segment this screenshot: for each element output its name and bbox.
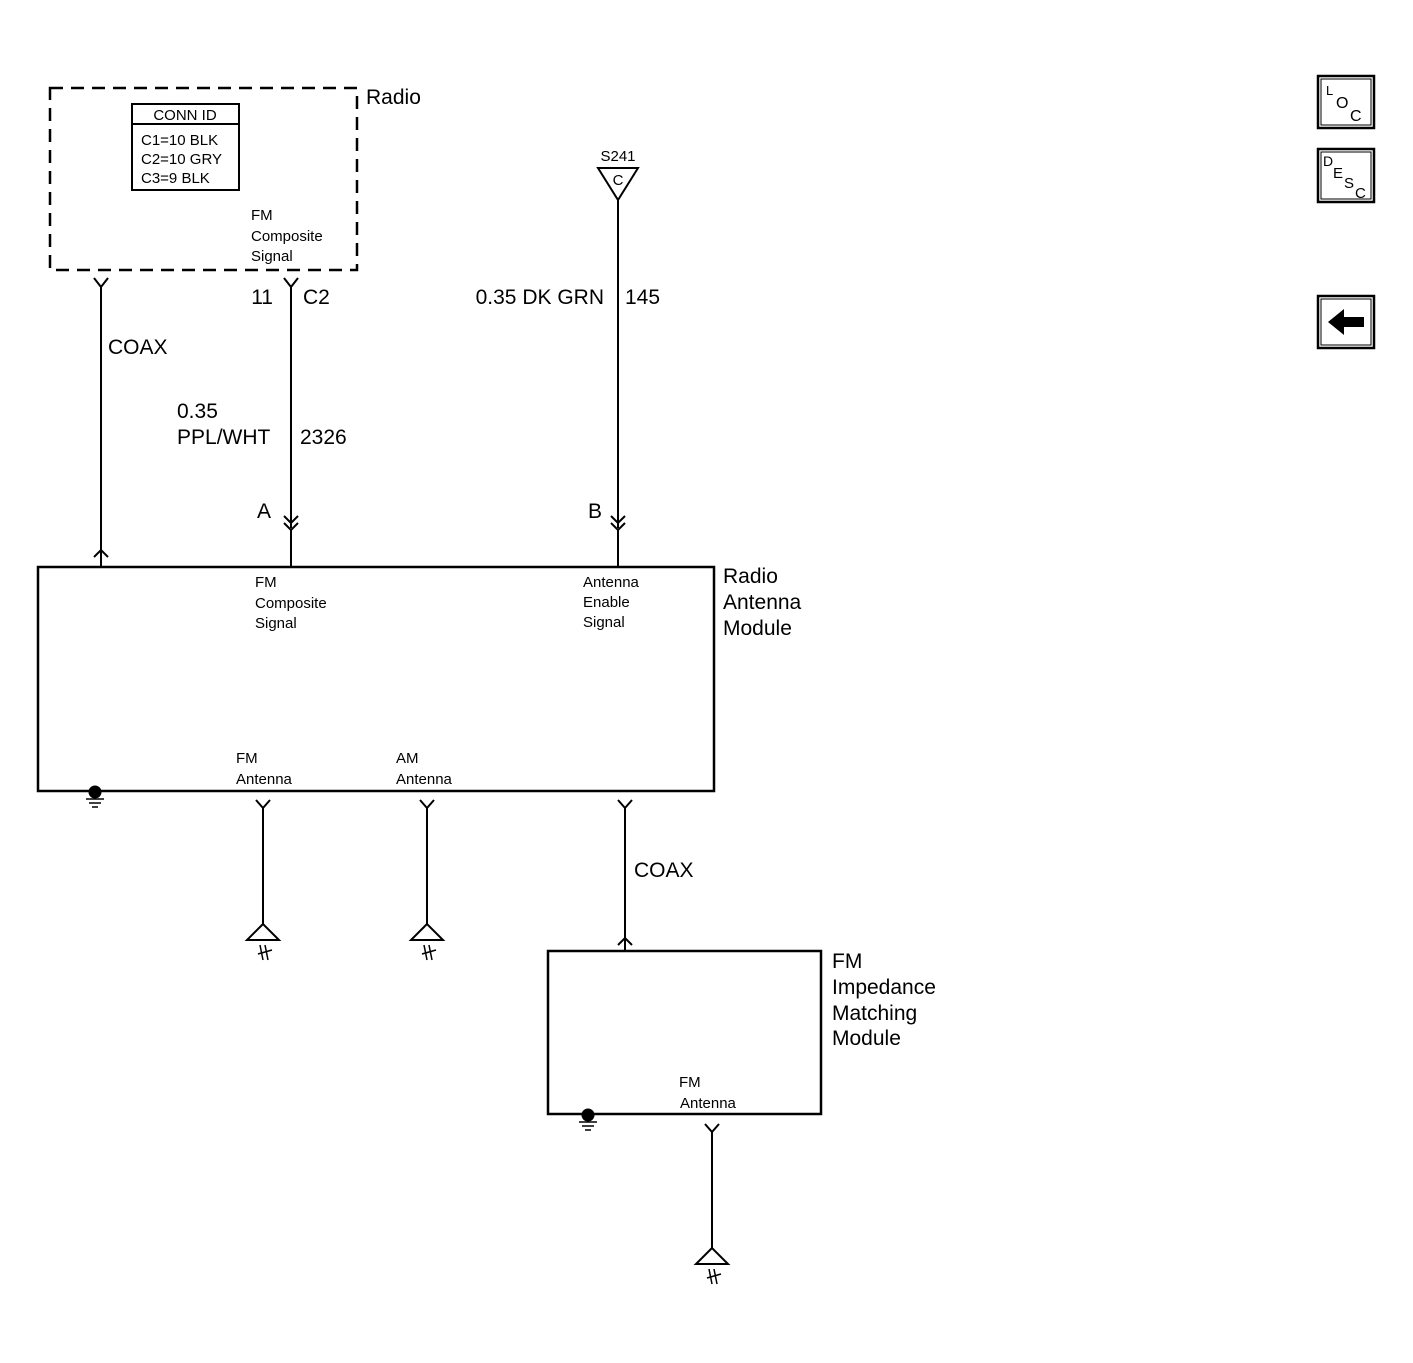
impedance-fm-antenna-label: Antenna <box>680 1095 737 1112</box>
fm-impedance-matching-module: FM Impedance Matching Module FM Antenna <box>546 949 936 1131</box>
impedance-antenna-lead <box>693 1123 731 1285</box>
coax-wire-top: COAX <box>93 277 168 566</box>
module-fm-signal-label: Signal <box>255 615 297 632</box>
desc-letter: D <box>1323 153 1333 169</box>
antenna-module-title: Module <box>723 617 792 640</box>
impedance-fm-antenna-label: FM <box>679 1074 701 1091</box>
module-fm-signal-label: FM <box>255 574 277 591</box>
loc-letter: C <box>1350 108 1362 125</box>
splice-id: S241 <box>600 148 635 165</box>
antenna-icon <box>244 922 282 961</box>
conn-id-row: C2=10 GRY <box>141 151 222 168</box>
ground-icon <box>579 1108 597 1131</box>
wire-145: S241 C 0.35 DK GRN 145 B <box>476 148 660 566</box>
splice-letter: C <box>613 172 624 189</box>
terminal-a-label: A <box>257 500 271 523</box>
desc-letter: C <box>1355 185 1366 202</box>
loc-letter: O <box>1336 95 1348 112</box>
back-button[interactable] <box>1316 294 1376 350</box>
antenna-icon <box>408 922 446 961</box>
antenna-module-title: Antenna <box>723 591 802 614</box>
impedance-module-title: Module <box>832 1027 901 1050</box>
radio-connector-id: C2 <box>303 286 330 309</box>
wire-2326-color: PPL/WHT <box>177 426 271 449</box>
radio-fm-signal-label: FM <box>251 207 273 224</box>
conn-id-table: CONN ID C1=10 BLK C2=10 GRY C3=9 BLK <box>131 103 240 191</box>
terminal-b-label: B <box>588 500 602 523</box>
wire-2326-gauge: 0.35 <box>177 400 218 423</box>
coax-wire-bottom: COAX <box>617 799 694 950</box>
splice-triangle <box>596 167 640 202</box>
radio-fm-signal-label: Composite <box>251 228 323 245</box>
antenna-module-outline <box>36 565 716 793</box>
loc-button[interactable]: L O C <box>1316 74 1376 130</box>
module-am-antenna-label: AM <box>396 750 419 767</box>
radio-fm-signal-label: Signal <box>251 248 293 265</box>
module-fm-antenna-label: FM <box>236 750 258 767</box>
loc-letter: L <box>1326 83 1333 98</box>
coax-label-top: COAX <box>108 336 168 359</box>
module-enable-label: Antenna <box>583 574 640 591</box>
am-antenna-lead <box>408 799 446 961</box>
ground-icon <box>86 785 104 808</box>
wire-145-circuit: 145 <box>625 286 660 309</box>
coax-label-bottom: COAX <box>634 859 694 882</box>
module-enable-label: Enable <box>583 594 630 611</box>
desc-letter: S <box>1344 175 1354 192</box>
module-fm-signal-label: Composite <box>255 595 327 612</box>
module-fm-antenna-label: Antenna <box>236 771 293 788</box>
impedance-module-title: Impedance <box>832 976 936 999</box>
radio-antenna-module: Radio Antenna Module FM Composite Signal… <box>36 565 802 808</box>
impedance-module-title: FM <box>832 950 862 973</box>
wire-2326-circuit: 2326 <box>300 426 347 449</box>
radio-title: Radio <box>366 86 421 109</box>
radio-pin-number: 11 <box>251 286 273 309</box>
wire-2326: 11 C2 0.35 PPL/WHT 2326 A <box>177 277 347 566</box>
left-arrow-icon <box>1328 309 1364 335</box>
impedance-module-outline <box>546 949 823 1116</box>
conn-id-row: C1=10 BLK <box>141 132 218 149</box>
module-am-antenna-label: Antenna <box>396 771 453 788</box>
desc-letter: E <box>1333 165 1343 182</box>
conn-id-row: C3=9 BLK <box>141 170 210 187</box>
radio-component: Radio CONN ID C1=10 BLK C2=10 GRY C3=9 B… <box>48 86 421 272</box>
radio-outline <box>48 86 359 272</box>
module-enable-label: Signal <box>583 614 625 631</box>
antenna-icon <box>693 1246 731 1285</box>
fm-antenna-lead <box>244 799 282 961</box>
desc-button[interactable]: D E S C <box>1316 147 1376 204</box>
antenna-module-title: Radio <box>723 565 778 588</box>
wire-145-gauge-color: 0.35 DK GRN <box>476 286 604 309</box>
conn-id-header: CONN ID <box>153 107 217 124</box>
impedance-module-title: Matching <box>832 1002 917 1025</box>
